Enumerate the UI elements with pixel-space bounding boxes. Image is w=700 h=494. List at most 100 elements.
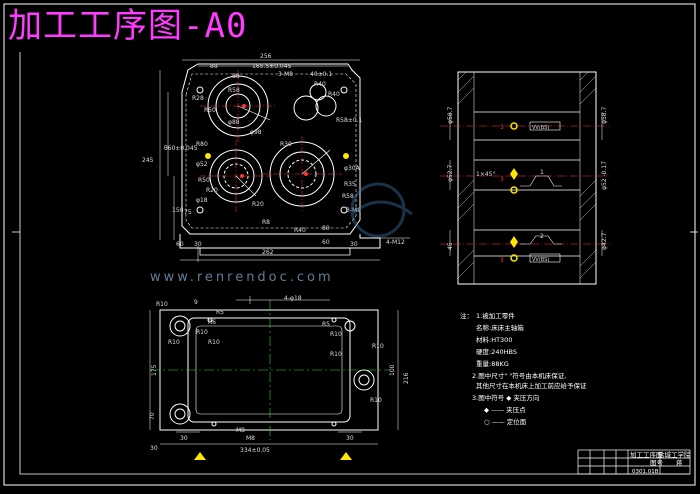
clamp-point-icon — [205, 153, 211, 159]
watermark-text: www.renrendoc.com — [150, 270, 334, 285]
dim-text: 80 — [322, 225, 330, 232]
dim-text: θ60±0.045 — [164, 145, 198, 152]
dim-text: 30 — [346, 435, 354, 442]
dim-text: R58±0.1 — [336, 117, 363, 124]
dim-text: 88 — [210, 63, 218, 70]
dim-text: 40±0.1 — [310, 71, 332, 78]
drawing-title: 加工工序图-A0 — [8, 6, 248, 46]
dim-text: R10 — [196, 329, 208, 336]
dim-text: 3-M8 — [346, 207, 361, 214]
title-block-school: 盐城工学院 — [658, 450, 691, 459]
dim-text: 175 — [151, 364, 158, 376]
dim-text: 30 — [194, 241, 202, 248]
dim-text: R5 — [322, 321, 330, 328]
note-line: 重量:88KG — [476, 360, 509, 368]
dim-text: R10 — [372, 343, 384, 350]
dim-text: 75 — [184, 209, 192, 216]
section-view-markers: 3 3 3 — [500, 122, 518, 264]
dim-text: 216 — [403, 372, 410, 384]
dim-text: 100 — [389, 364, 396, 376]
dim-text: 1×45° — [476, 171, 495, 178]
dim-text: M8 — [246, 435, 255, 442]
dim-text: 9 — [194, 299, 198, 306]
station-number: 3 — [500, 176, 504, 183]
section-outline — [457, 71, 597, 285]
dim-text: φ98 — [250, 129, 262, 136]
dim-text: R40 — [314, 81, 326, 88]
top-view-dims: 256 165.5±0.045 88 88 3-M8 40±0.1 R40 R4… — [142, 53, 405, 256]
section-view-labels: φ58.7 φ58.7 φ52.7 φ42.7 45 φ52 -0.17 1×4… — [447, 107, 608, 264]
dim-text: 150 — [172, 207, 184, 214]
dim-text: 30 — [180, 435, 188, 442]
dim-text: φ42.7 — [601, 233, 608, 251]
bore-left-outer — [209, 149, 263, 203]
dim-text: R40 — [294, 227, 306, 234]
dim-text: R40 — [328, 91, 340, 98]
dim-text: R10 — [330, 351, 342, 358]
top-view-markers — [205, 104, 349, 178]
dim-text: R30 — [280, 141, 292, 148]
locating-face-icon — [510, 254, 518, 262]
dim-text: 245 — [142, 157, 154, 164]
dim-text: 1 — [540, 169, 544, 176]
dim-text: φ58.7 — [447, 107, 454, 125]
dim-text: R5 — [216, 309, 224, 316]
dim-text: 262 — [262, 249, 274, 256]
dim-text: 60 — [322, 239, 330, 246]
bottom-view-dims: R10 R5 R6 R10 R10 R10 R5 R10 R10 R10 R10… — [149, 295, 410, 454]
dim-text: φ30A — [344, 165, 361, 172]
top-view — [159, 59, 410, 262]
locating-face-icon — [510, 186, 518, 194]
title-block — [577, 449, 691, 475]
dim-text: R10 — [208, 339, 220, 346]
dim-text: φ88 — [228, 119, 240, 126]
dim-text: φ52 -0.17 — [601, 161, 608, 190]
title-block-student: 蒋 — [676, 458, 683, 467]
title-block-name: 加工工序图 — [630, 450, 663, 459]
station-number: 3 — [500, 124, 504, 131]
dim-text: R10 — [370, 397, 382, 404]
note-line: 硬度:240HBS — [476, 347, 517, 356]
bore-top-small — [293, 95, 319, 121]
dim-text: VV(BS) — [532, 257, 549, 263]
notes-heading: 注： — [460, 311, 473, 320]
clamp-direction-icon — [510, 236, 518, 248]
section-view — [440, 71, 610, 285]
dim-text: R35 — [344, 181, 356, 188]
dim-text: R6 — [208, 319, 216, 326]
dim-text: 88 — [232, 73, 240, 80]
note-line: 名称:床床主轴箱 — [476, 323, 524, 332]
dim-text: 45 — [447, 242, 454, 250]
dim-text: R10 — [156, 301, 168, 308]
station-number: 3 — [500, 257, 504, 264]
dim-text: φ18 — [196, 197, 208, 204]
center-mark-icon — [242, 104, 246, 108]
note-line: 材料:HT300 — [476, 335, 512, 344]
dim-text: 60 — [176, 241, 184, 248]
dim-text: 30 — [350, 241, 358, 248]
note-line: 其他尺寸在本机床上加工前应给予保证 — [476, 381, 587, 390]
dim-text: φ52.7 — [447, 165, 454, 183]
dim-text: R58 — [228, 87, 240, 94]
dim-text: 4-φ18 — [284, 295, 302, 302]
technical-notes: 注： 1.被加工零件 名称:床床主轴箱 材料:HT300 硬度:240HBS 重… — [460, 311, 587, 426]
dim-text: R80 — [196, 141, 208, 148]
dim-text: 165.5±0.045 — [252, 63, 292, 70]
dim-text: R50 — [198, 177, 210, 184]
note-line: ◆ —— 夹压点 — [484, 405, 526, 414]
dim-text: 2 — [540, 233, 544, 240]
dim-text: R50 — [204, 107, 216, 114]
clamp-point-icon — [343, 153, 349, 159]
watermark-logo — [350, 182, 413, 238]
dim-text: 334±0.05 — [240, 447, 270, 454]
dim-text: φ58.7 — [601, 107, 608, 125]
title-block-drawing-no-label: 图号 — [650, 459, 664, 467]
note-line: 2.图中尺寸" "符号由本机床保证, — [472, 371, 566, 380]
outer-border — [3, 3, 696, 486]
dim-text: φ52 — [196, 161, 208, 168]
note-line: 3.图中符号 ◆ 夹压方向 — [472, 393, 539, 402]
dim-text: R10 — [330, 331, 342, 338]
support-arrow-icon — [194, 452, 206, 460]
